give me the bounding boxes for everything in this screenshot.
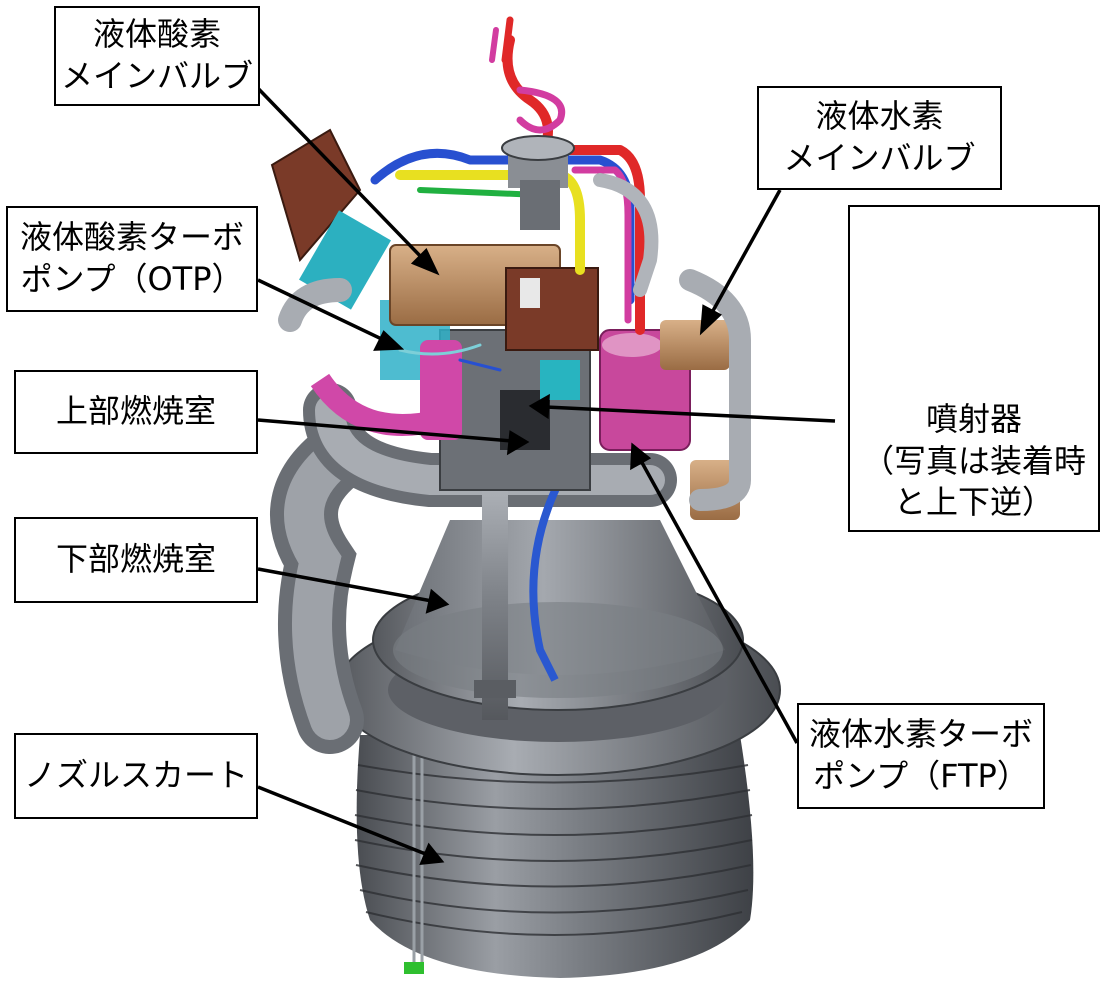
injector-callout-box: 噴射器 （写真は装着時 と上下逆）: [848, 205, 1100, 532]
label-lox-main-valve: 液体酸素 メインバルブ: [54, 6, 260, 106]
label-upper-combustor: 上部燃焼室: [14, 370, 258, 454]
callout-arrows: [246, 76, 836, 866]
label-injector: 噴射器 （写真は装着時 と上下逆）: [861, 400, 1086, 522]
label-lower-combustor: 下部燃焼室: [14, 517, 258, 603]
lower-combustor-shape: [393, 520, 725, 698]
plumbing-shape: [278, 16, 751, 511]
label-lh2-main-valve: 液体水素 メインバルブ: [757, 86, 1002, 190]
central-pipe-shape: [474, 478, 564, 720]
label-nozzle-skirt: ノズルスカート: [14, 733, 258, 819]
label-lh2-turbopump: 液体水素ターボ ポンプ（FTP）: [797, 703, 1045, 809]
nozzle-skirt-shape: [354, 700, 754, 978]
top-flange-shape: [501, 135, 575, 230]
label-lox-turbopump: 液体酸素ターボ ポンプ（OTP）: [6, 206, 258, 312]
